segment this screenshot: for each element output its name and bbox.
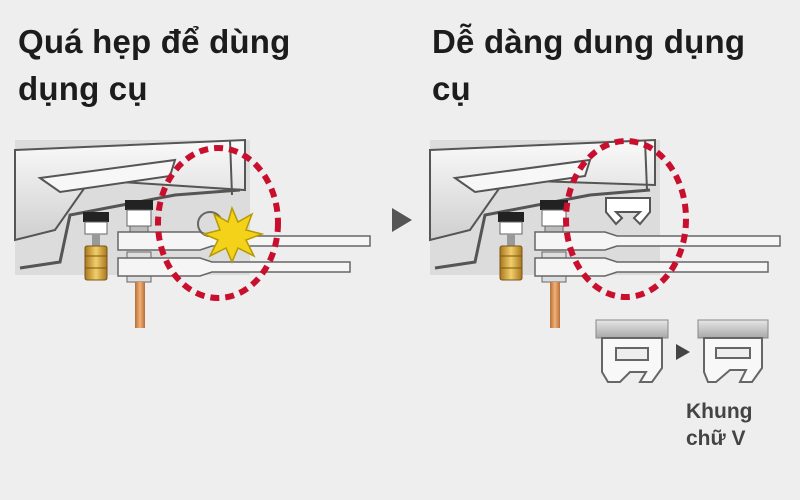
left-panel-title: Quá hẹp để dùng dụng cụ xyxy=(18,23,291,107)
right-service-valve-small xyxy=(498,212,524,281)
left-highlight-circle xyxy=(155,145,281,301)
frame-profile-before xyxy=(595,319,669,383)
v-frame-caption: Khung chữ V xyxy=(686,398,752,452)
right-wrench-upper xyxy=(534,231,781,251)
transition-arrow-icon xyxy=(392,208,412,232)
frame-profile-v-after xyxy=(697,319,769,383)
right-panel-illustration xyxy=(429,138,781,328)
right-wrench-lower xyxy=(534,257,769,277)
left-wrench-lower xyxy=(117,257,351,277)
v-frame-caption-line2: chữ V xyxy=(686,427,746,450)
v-frame-caption-line1: Khung xyxy=(686,400,753,423)
collision-burst-icon xyxy=(201,205,265,264)
left-service-valve-small xyxy=(83,212,109,281)
right-highlight-circle xyxy=(563,138,689,300)
left-panel-illustration xyxy=(14,138,371,328)
profile-arrow-icon xyxy=(676,344,690,360)
right-panel-title: Dễ dàng dung dụng cụ xyxy=(432,23,746,107)
